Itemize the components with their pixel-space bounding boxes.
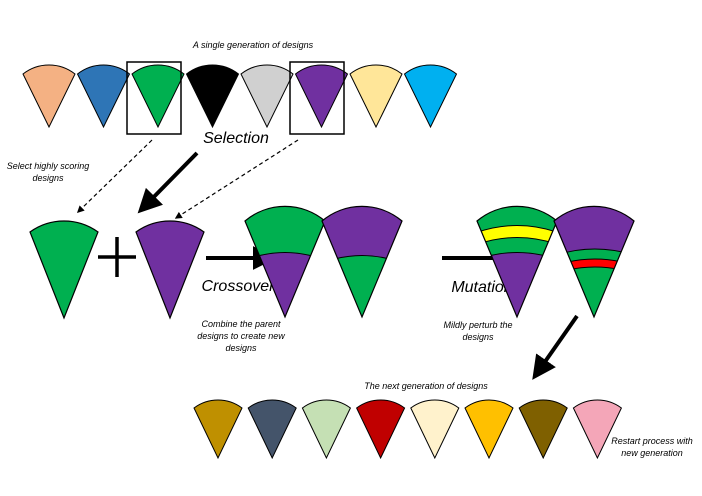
mutation-note-line-2: designs: [462, 332, 494, 342]
generation-row: [22, 64, 458, 129]
selection-arrow-bold: [137, 151, 199, 214]
next-generation-design-5: [410, 399, 460, 460]
next-generation-design-7: [518, 399, 568, 460]
selection-arrow-dashed-right: [174, 139, 299, 219]
next-generation-design-1: [193, 399, 243, 460]
crossover-note-line-1: Combine the parent: [201, 319, 281, 329]
generation-design-1: [22, 64, 76, 129]
selection-arrow-dashed-left: [76, 139, 153, 214]
selection-box-purple: [289, 61, 345, 135]
next-generation-row: [193, 399, 623, 460]
parent-green-design: [29, 220, 99, 320]
next-generation-design-8: [572, 399, 623, 460]
crossover-label: Crossover: [202, 278, 276, 295]
crossover-note-line-2: designs to create new: [197, 331, 285, 341]
selection-label: Selection: [203, 130, 269, 147]
next-generation-design-6: [464, 399, 514, 460]
next-generation-design-3: [301, 399, 352, 460]
plus-icon: [98, 237, 136, 277]
crossover-note-line-3: designs: [225, 343, 257, 353]
mutated-b-design: [553, 205, 635, 319]
generation-design-2: [76, 64, 131, 129]
selection-box-green: [126, 61, 182, 135]
offspring-b-design: [321, 205, 403, 319]
select-note-line-2: designs: [32, 173, 64, 183]
generation-design-4: [185, 64, 240, 129]
select-note-line-1: Select highly scoring: [7, 161, 90, 171]
generation-design-5: [240, 64, 294, 129]
generation-design-6: [294, 64, 349, 129]
mutation-note-line-1: Mildly perturb the: [443, 320, 512, 330]
restart-note-line-1: Restart process with: [611, 436, 693, 446]
generation-design-3: [131, 64, 185, 129]
parent-purple-design: [135, 220, 205, 320]
generation-design-8: [403, 64, 458, 129]
next-generation-arrow: [532, 314, 579, 380]
mutation-label: Mutation: [451, 279, 512, 296]
restart-note-line-2: new generation: [621, 448, 683, 458]
next-generation-design-4: [355, 399, 406, 460]
next-generation-title: The next generation of designs: [364, 381, 488, 391]
generation-design-7: [349, 64, 403, 129]
next-generation-design-2: [247, 399, 297, 460]
generation-title: A single generation of designs: [192, 40, 314, 50]
